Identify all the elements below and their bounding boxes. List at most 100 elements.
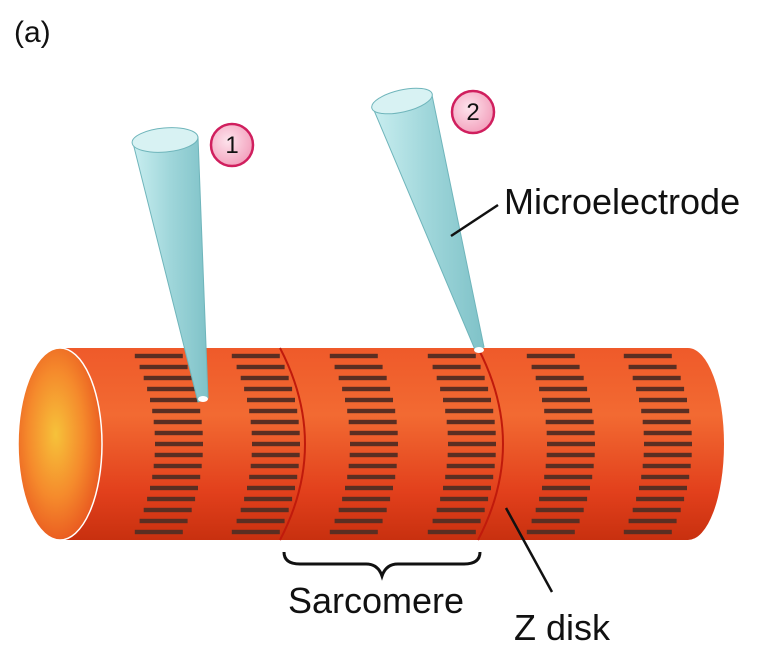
fiber-end-cap: [17, 347, 103, 541]
striation-band-segment: [539, 496, 588, 502]
marker-1-number: 1: [225, 132, 238, 159]
striation-band-segment: [535, 507, 584, 513]
striation-band-segment: [443, 397, 491, 403]
z-disk-leader-line: [504, 507, 554, 593]
striation-band-segment: [152, 408, 201, 414]
striation-band-segment: [623, 353, 672, 359]
striation-band-segment: [526, 353, 575, 359]
striation-band-segment: [440, 496, 489, 502]
striation-band-segment: [632, 375, 681, 381]
striation-band-segment: [143, 507, 192, 513]
muscle-fiber: [17, 347, 724, 541]
striation-band-segment: [231, 353, 280, 359]
striation-band-segment: [147, 386, 196, 392]
microelectrode-1: [131, 127, 209, 403]
striation-band-segment: [251, 452, 300, 458]
striation-band-segment: [154, 452, 203, 458]
striation-band-segment: [539, 386, 588, 392]
striation-band-segment: [535, 375, 584, 381]
striation-band-segment: [342, 386, 391, 392]
striation-band-segment: [247, 485, 295, 491]
striation-band-segment: [542, 397, 590, 403]
striation-band-segment: [526, 529, 575, 535]
striation-band-segment: [350, 441, 398, 447]
z-disk-line: [279, 347, 306, 541]
marker-2-badge: 2: [450, 89, 496, 135]
striation-band-segment: [446, 419, 495, 425]
striation-band-segment: [446, 463, 495, 469]
striation-band-segment: [641, 408, 690, 414]
striation-band-segment: [432, 364, 481, 370]
striation-band-segment: [240, 375, 289, 381]
striation-band-segment: [251, 430, 300, 436]
marker-1-badge: 1: [209, 122, 255, 168]
striation-band-segment: [644, 441, 692, 447]
striation-band-segment: [134, 529, 183, 535]
striation-band-segment: [642, 419, 691, 425]
striation-band-segment: [545, 419, 594, 425]
striation-band-segment: [240, 507, 289, 513]
striation-band-segment: [628, 364, 677, 370]
striation-band-segment: [445, 408, 494, 414]
striation-band-segment: [436, 375, 485, 381]
striation-band-segment: [334, 518, 383, 524]
z-disk-line: [477, 347, 504, 541]
striation-band-segment: [349, 452, 398, 458]
striation-band-segment: [636, 386, 685, 392]
striation-band-segment: [236, 364, 285, 370]
striation-band-segment: [134, 353, 183, 359]
striation-band-segment: [348, 419, 397, 425]
striation-band-segment: [250, 463, 299, 469]
striation-band-segment: [348, 463, 397, 469]
striation-band-segment: [247, 397, 295, 403]
striation-band-segment: [252, 441, 300, 447]
microelectrode-2: [371, 87, 485, 353]
striation-bands: [134, 353, 692, 535]
striation-band-segment: [544, 408, 593, 414]
striation-band-segment: [643, 430, 692, 436]
striation-band-segment: [139, 364, 188, 370]
striation-band-segment: [154, 430, 203, 436]
striation-band-segment: [545, 463, 594, 469]
panel-label: (a): [14, 16, 51, 49]
striation-band-segment: [150, 397, 198, 403]
striation-band-segment: [250, 419, 299, 425]
marker-2-number: 2: [466, 99, 479, 126]
striation-band-segment: [436, 507, 485, 513]
striation-band-segment: [632, 507, 681, 513]
striation-band-segment: [338, 375, 387, 381]
striation-band-segment: [244, 496, 293, 502]
striation-band-segment: [345, 397, 393, 403]
striation-band-segment: [639, 397, 687, 403]
striation-band-segment: [329, 529, 378, 535]
striation-band-segment: [546, 430, 595, 436]
striation-band-segment: [338, 507, 387, 513]
striation-band-segment: [329, 353, 378, 359]
striation-band-segment: [628, 518, 677, 524]
striation-band-segment: [244, 386, 293, 392]
striation-band-segment: [349, 430, 398, 436]
striation-band-segment: [347, 408, 396, 414]
striation-band-segment: [236, 518, 285, 524]
striation-band-segment: [147, 496, 196, 502]
sarcomere-bracket: [282, 551, 482, 581]
z-disk-label: Z disk: [514, 607, 611, 648]
striation-band-segment: [427, 353, 476, 359]
striation-band-segment: [143, 375, 192, 381]
striation-band-segment: [342, 496, 391, 502]
striation-band-segment: [642, 463, 691, 469]
striation-band-segment: [432, 518, 481, 524]
striation-band-segment: [153, 463, 202, 469]
striation-band-segment: [443, 485, 491, 491]
striation-band-segment: [544, 474, 593, 480]
striation-band-segment: [447, 430, 496, 436]
striation-band-segment: [139, 518, 188, 524]
striation-band-segment: [427, 529, 476, 535]
striation-band-segment: [231, 529, 280, 535]
striation-band-segment: [150, 485, 198, 491]
striation-band-segment: [531, 518, 580, 524]
striation-band-segment: [249, 408, 298, 414]
striation-band-segment: [448, 441, 496, 447]
striation-band-segment: [542, 485, 590, 491]
